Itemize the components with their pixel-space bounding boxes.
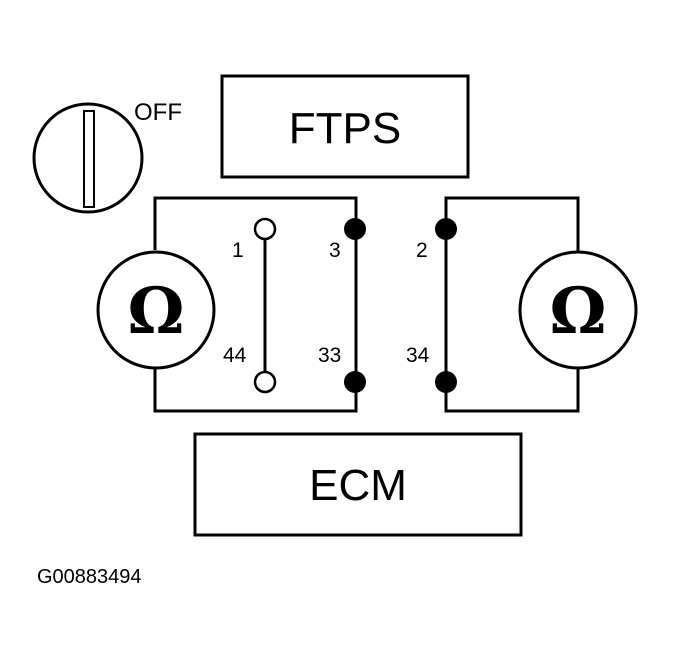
pin-33-label: 33 (318, 344, 341, 367)
left-ohm-icon: Ω (128, 274, 185, 349)
right-ohmmeter (518, 250, 638, 370)
right-ohm-icon: Ω (550, 274, 607, 349)
pin-33-terminal (344, 371, 366, 393)
pin-3-terminal (344, 218, 366, 240)
right-meter-wire-bottom (444, 368, 580, 413)
left-ohmmeter (96, 250, 216, 370)
ftps-box (220, 74, 470, 179)
left-meter-circuit: Ω (96, 196, 358, 413)
pin-1-label: 1 (232, 239, 244, 262)
right-meter-wire-top (444, 196, 580, 252)
ignition-switch: OFF (32, 99, 182, 214)
pin-44-terminal (253, 370, 277, 394)
ecm-box (193, 432, 523, 537)
ignition-key-slot-icon (83, 110, 95, 208)
figure-id-caption: G00883494 (37, 566, 142, 588)
pin-34-label: 34 (406, 344, 430, 367)
pin-44-label: 44 (223, 344, 247, 367)
ignition-off-label: OFF (134, 99, 182, 126)
open-pin-pair (253, 217, 277, 394)
ftps-module: FTPS (220, 74, 470, 179)
ecm-module: ECM (193, 432, 523, 537)
ecm-label: ECM (309, 461, 407, 510)
pin-2-terminal (435, 218, 457, 240)
pin-1-terminal (253, 217, 277, 241)
right-meter-circuit: Ω (444, 196, 638, 413)
left-meter-wire (153, 196, 358, 413)
pin-34-terminal (435, 371, 457, 393)
pin-2-label: 2 (416, 239, 428, 262)
pin-labels: 1 44 3 33 2 34 (223, 239, 430, 367)
ftps-label: FTPS (289, 104, 401, 153)
pin-3-label: 3 (329, 239, 341, 262)
connected-terminals (344, 218, 457, 393)
